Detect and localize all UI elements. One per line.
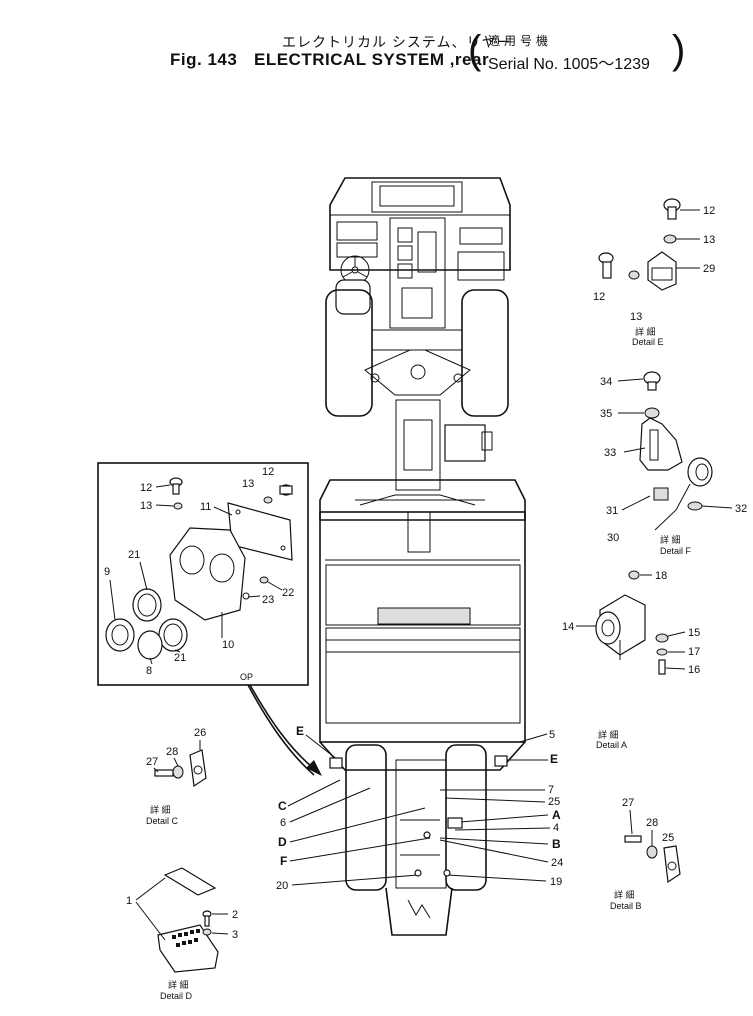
callout-8: 8 bbox=[146, 665, 152, 677]
callout-28: 28 bbox=[166, 746, 178, 758]
callout-5: 5 bbox=[549, 729, 555, 741]
callout-34: 34 bbox=[600, 376, 612, 388]
callout-29: 29 bbox=[703, 263, 715, 275]
serial-range: Serial No. 1005～1239 bbox=[488, 56, 650, 73]
detail-b-group: 27 28 25 詳 細 Detail B bbox=[610, 797, 681, 911]
option-label: OP bbox=[240, 672, 253, 682]
callout-32: 32 bbox=[735, 503, 747, 515]
callout-a: A bbox=[552, 808, 561, 822]
callout-c: C bbox=[278, 799, 287, 813]
callout-17: 17 bbox=[688, 646, 700, 658]
detail-e-label: Detail E bbox=[632, 337, 664, 347]
callout-10: 10 bbox=[222, 639, 234, 651]
callout-25: 25 bbox=[548, 796, 560, 808]
callout-f: F bbox=[280, 854, 287, 868]
harness-wire bbox=[249, 684, 319, 773]
callout-12: 12 bbox=[140, 482, 152, 494]
callout-22: 22 bbox=[282, 587, 294, 599]
callout-35: 35 bbox=[600, 408, 612, 420]
callout-12: 12 bbox=[593, 291, 605, 303]
figure-title: ELECTRICAL SYSTEM ,rear bbox=[254, 50, 490, 69]
callout-7: 7 bbox=[548, 784, 554, 796]
callout-21: 21 bbox=[128, 549, 140, 561]
callout-18: 18 bbox=[655, 570, 667, 582]
callout-30: 30 bbox=[607, 532, 619, 544]
callout-11: 11 bbox=[200, 501, 211, 513]
callout-24: 24 bbox=[551, 857, 563, 869]
callout-d: D bbox=[278, 835, 287, 849]
detail-f-group: 34 35 33 31 30 32 詳 細 Detail F bbox=[600, 371, 747, 556]
callout-3: 3 bbox=[232, 929, 238, 941]
title-japanese: エレクトリカル システム、リヤー bbox=[282, 34, 512, 50]
callout-27: 27 bbox=[146, 756, 158, 768]
option-lamp-box: 12 13 11 12 13 21 9 23 22 10 8 21 OP bbox=[97, 462, 309, 686]
detail-c-label: Detail C bbox=[146, 816, 179, 826]
detail-d-group: 1 2 3 詳 細 Detail D bbox=[126, 867, 238, 1001]
detail-f-label: Detail F bbox=[660, 546, 692, 556]
machine-top-view bbox=[319, 177, 526, 936]
callout-20: 20 bbox=[276, 880, 288, 892]
detail-c-group: 26 28 27 詳 細 Detail C bbox=[146, 727, 207, 826]
callout-25: 25 bbox=[662, 832, 674, 844]
callout-27: 27 bbox=[622, 797, 634, 809]
callout-e: E bbox=[550, 752, 558, 766]
callout-28: 28 bbox=[646, 817, 658, 829]
detail-jp-label: 詳 細 bbox=[614, 889, 635, 900]
figure-number: Fig. 143 bbox=[170, 50, 238, 69]
main-callouts: 5 E E C 6 D F 7 25 A 4 B 24 20 19 bbox=[276, 724, 563, 892]
callout-12: 12 bbox=[262, 466, 274, 478]
detail-jp-label: 詳 細 bbox=[150, 804, 171, 815]
detail-jp-label: 詳 細 bbox=[598, 729, 619, 740]
detail-jp-label: 詳 細 bbox=[635, 326, 656, 337]
callout-13: 13 bbox=[630, 311, 642, 323]
detail-jp-label: 詳 細 bbox=[660, 534, 681, 545]
detail-d-label: Detail D bbox=[160, 991, 193, 1001]
callout-13: 13 bbox=[703, 234, 715, 246]
paren-open: ( bbox=[468, 28, 482, 72]
paren-close: ) bbox=[672, 28, 686, 72]
callout-4: 4 bbox=[553, 822, 559, 834]
callout-15: 15 bbox=[688, 627, 700, 639]
detail-a-label: Detail A bbox=[596, 740, 627, 750]
title-block: エレクトリカル システム、リヤー ( 適用号機 ) Fig. 143 ELECT… bbox=[0, 0, 753, 80]
callout-21: 21 bbox=[174, 652, 186, 664]
callout-b: B bbox=[552, 837, 561, 851]
callout-e: E bbox=[296, 724, 304, 738]
callout-16: 16 bbox=[688, 664, 700, 676]
callout-14: 14 bbox=[562, 621, 574, 633]
callout-12: 12 bbox=[703, 205, 715, 217]
callout-6: 6 bbox=[280, 817, 286, 829]
callout-2: 2 bbox=[232, 909, 238, 921]
detail-b-label: Detail B bbox=[610, 901, 642, 911]
applicable-japanese: 適用号機 bbox=[488, 34, 553, 48]
callout-9: 9 bbox=[104, 566, 110, 578]
detail-e-group: 12 13 29 12 13 詳 細 Detail E bbox=[593, 198, 715, 347]
callout-23: 23 bbox=[262, 594, 274, 606]
harness-arrow bbox=[306, 760, 322, 776]
detail-jp-label: 詳 細 bbox=[168, 979, 189, 990]
detail-a-group: 18 14 15 17 16 詳 細 Detail A bbox=[562, 570, 700, 750]
callout-19: 19 bbox=[550, 876, 562, 888]
callout-31: 31 bbox=[606, 505, 618, 517]
callout-26: 26 bbox=[194, 727, 206, 739]
callout-33: 33 bbox=[604, 447, 616, 459]
callout-13: 13 bbox=[242, 478, 254, 490]
callout-1: 1 bbox=[126, 895, 132, 907]
callout-13: 13 bbox=[140, 500, 152, 512]
